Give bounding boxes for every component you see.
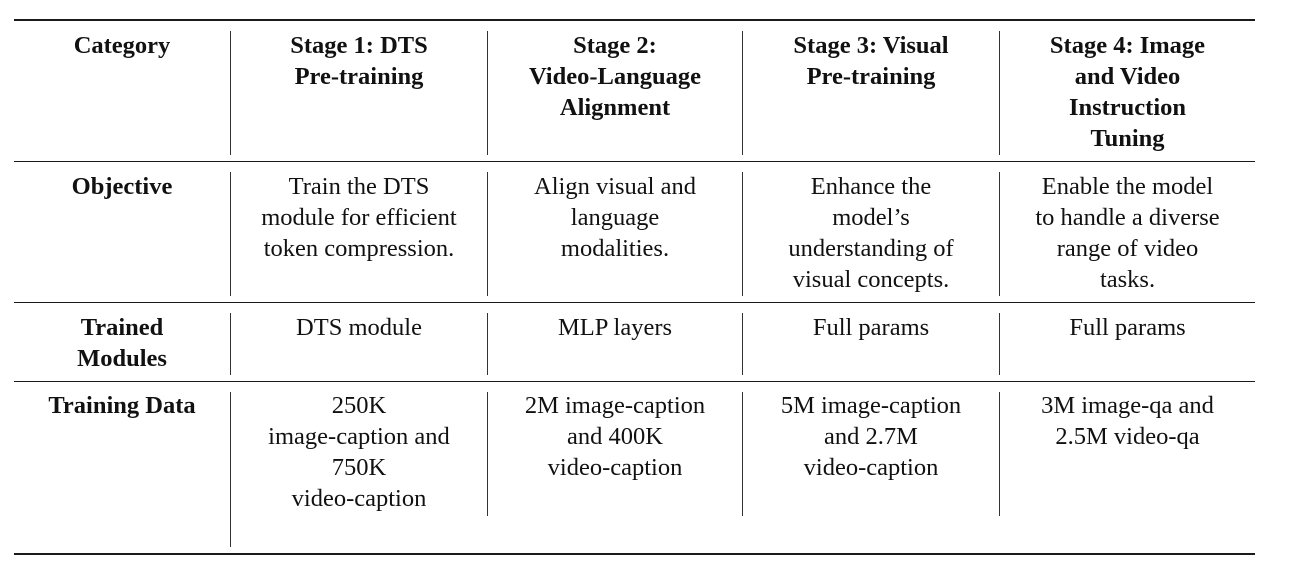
column-divider <box>999 313 1000 375</box>
header-stage-1: Stage 1: DTS Pre-training <box>290 32 428 90</box>
modules-stage-2: MLP layers <box>557 314 673 341</box>
row-label-training-data: Training Data <box>48 392 196 419</box>
column-divider <box>230 313 231 375</box>
header-category: Category <box>73 32 171 59</box>
header-stage-3: Stage 3: Visual Pre-training <box>793 32 949 90</box>
column-divider <box>742 31 743 155</box>
objective-rule <box>14 302 1255 303</box>
column-divider <box>999 31 1000 155</box>
modules-rule <box>14 381 1255 382</box>
data-stage-1: 250K image-caption and 750K video-captio… <box>268 392 450 512</box>
header-stage-4: Stage 4: Image and Video Instruction Tun… <box>1049 32 1206 152</box>
modules-stage-4: Full params <box>1069 314 1186 341</box>
column-divider <box>487 31 488 155</box>
column-divider <box>230 172 231 296</box>
data-stage-2: 2M image-caption and 400K video-caption <box>524 392 706 481</box>
column-divider <box>742 392 743 516</box>
data-stage-4: 3M image-qa and 2.5M video-qa <box>1041 392 1214 450</box>
modules-stage-3: Full params <box>812 314 930 341</box>
column-divider <box>487 172 488 296</box>
column-divider <box>487 392 488 516</box>
objective-stage-4: Enable the model to handle a diverse ran… <box>1035 173 1220 293</box>
column-divider <box>742 172 743 296</box>
objective-stage-3: Enhance the model’s understanding of vis… <box>788 173 954 293</box>
header-rule <box>14 161 1255 162</box>
row-label-objective: Objective <box>71 173 173 200</box>
modules-stage-1: DTS module <box>296 314 422 341</box>
objective-stage-2: Align visual and language modalities. <box>534 173 696 262</box>
column-divider <box>230 392 231 547</box>
top-rule <box>14 19 1255 21</box>
column-divider <box>487 313 488 375</box>
column-divider <box>999 172 1000 296</box>
data-stage-3: 5M image-caption and 2.7M video-caption <box>780 392 962 481</box>
row-label-trained-modules: Trained Modules <box>77 314 167 372</box>
objective-stage-1: Train the DTS module for efficient token… <box>261 173 457 262</box>
column-divider <box>742 313 743 375</box>
column-divider <box>230 31 231 155</box>
column-divider <box>999 392 1000 516</box>
header-stage-2: Stage 2: Video-Language Alignment <box>529 32 701 121</box>
bottom-rule <box>14 553 1255 555</box>
